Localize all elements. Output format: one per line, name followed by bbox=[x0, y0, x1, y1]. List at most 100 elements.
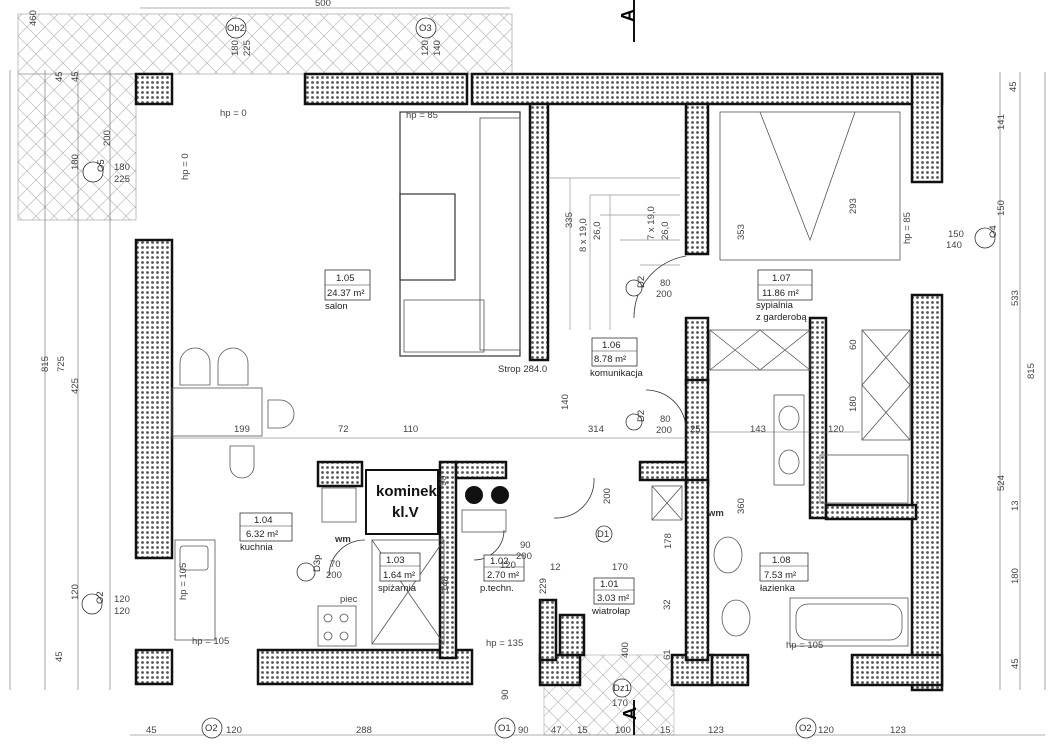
bathroom-fixtures bbox=[713, 394, 909, 647]
svg-text:60: 60 bbox=[848, 339, 859, 350]
wm-label-bath: wm bbox=[707, 508, 724, 519]
room-area: 1.64 m² bbox=[383, 570, 415, 581]
svg-text:140: 140 bbox=[946, 240, 962, 251]
salon-furniture bbox=[171, 111, 521, 479]
svg-text:120: 120 bbox=[500, 560, 516, 571]
room-area: 2.70 m² bbox=[487, 570, 519, 581]
svg-text:229: 229 bbox=[538, 578, 549, 594]
svg-text:120: 120 bbox=[818, 725, 834, 736]
svg-text:524: 524 bbox=[996, 475, 1007, 491]
svg-text:45: 45 bbox=[70, 71, 81, 82]
room-area: 3.03 m² bbox=[597, 593, 629, 604]
door-tag-dz1: Dz1 bbox=[613, 683, 630, 694]
svg-text:hp = 85: hp = 85 bbox=[902, 212, 913, 244]
strop-label: Strop 284.0 bbox=[498, 364, 547, 375]
svg-text:120: 120 bbox=[828, 424, 844, 435]
fireplace: kominek kl.V bbox=[365, 469, 439, 535]
svg-text:13: 13 bbox=[1010, 500, 1021, 511]
svg-text:123: 123 bbox=[708, 725, 724, 736]
svg-text:200: 200 bbox=[102, 130, 113, 146]
svg-text:180: 180 bbox=[114, 162, 130, 173]
door-tags bbox=[296, 279, 643, 698]
sill-heights: hp = 0 hp = 0 hp = 85 hp = 85 hp = 105 h… bbox=[178, 108, 913, 651]
svg-text:360: 360 bbox=[736, 498, 747, 514]
room-number: 1.08 bbox=[772, 555, 791, 566]
svg-text:533: 533 bbox=[1010, 290, 1021, 306]
svg-text:45: 45 bbox=[54, 71, 65, 82]
room-area: 11.86 m² bbox=[762, 288, 799, 299]
window-tag-o2-bottom: O2 bbox=[205, 723, 218, 734]
section-top: A bbox=[618, 9, 638, 22]
room-area: 7.53 m² bbox=[764, 570, 796, 581]
svg-text:178: 178 bbox=[663, 533, 674, 549]
room-number: 1.05 bbox=[336, 273, 355, 284]
room-label-wiatrolap: 1.01 3.03 m² wiatrołap bbox=[591, 577, 635, 617]
bottom-dimensions: 45 120 288 90 47 15 100 15 123 120 123 bbox=[146, 725, 906, 736]
svg-text:815: 815 bbox=[1026, 363, 1037, 379]
room-name-2: z garderobą bbox=[756, 312, 807, 323]
room-number: 1.04 bbox=[254, 515, 273, 526]
room-area: 24.37 m² bbox=[327, 288, 365, 299]
room-label-spizarnia: 1.03 1.64 m² spiżarnia bbox=[378, 552, 421, 594]
svg-text:90: 90 bbox=[520, 540, 531, 551]
left-dimensions: 45 45 200 180 725 815 425 120 45 bbox=[40, 71, 113, 662]
stairs-label-1: 8 x 19,0 bbox=[578, 218, 589, 252]
svg-text:180: 180 bbox=[230, 40, 241, 56]
room-number: 1.01 bbox=[600, 579, 619, 590]
svg-text:90: 90 bbox=[438, 475, 449, 486]
window-size-labels: 180 225 120 140 180 225 150 140 120 120 bbox=[114, 40, 964, 617]
svg-text:120: 120 bbox=[114, 606, 130, 617]
svg-text:170: 170 bbox=[612, 698, 628, 709]
svg-text:425: 425 bbox=[70, 378, 81, 394]
right-dimensions: 45 141 150 533 815 524 13 180 45 bbox=[996, 81, 1037, 669]
svg-text:180: 180 bbox=[848, 396, 859, 412]
svg-text:100: 100 bbox=[615, 725, 631, 736]
svg-text:140: 140 bbox=[432, 40, 443, 56]
section-marks: A A bbox=[618, 0, 640, 735]
dim-top-500: 500 bbox=[315, 0, 331, 9]
window-tag-o2-right: O2 bbox=[799, 723, 812, 734]
window-tag-o1: O1 bbox=[498, 723, 511, 734]
room-name: salon bbox=[325, 301, 348, 312]
svg-text:hp = 105: hp = 105 bbox=[192, 636, 229, 647]
svg-text:200: 200 bbox=[656, 425, 672, 436]
svg-text:120: 120 bbox=[70, 584, 81, 600]
svg-text:15: 15 bbox=[660, 725, 671, 736]
wm-label-kitchen: wm bbox=[334, 534, 351, 545]
room-label-lazienka: 1.08 7.53 m² łazienka bbox=[759, 552, 809, 594]
svg-text:150: 150 bbox=[996, 200, 1007, 216]
svg-text:725: 725 bbox=[56, 356, 67, 372]
room-name: komunikacja bbox=[590, 368, 644, 379]
svg-text:hp = 0: hp = 0 bbox=[180, 153, 191, 180]
svg-text:293: 293 bbox=[848, 198, 859, 214]
internal-walls bbox=[316, 102, 918, 662]
svg-text:335: 335 bbox=[564, 212, 575, 228]
svg-text:32: 32 bbox=[662, 599, 673, 610]
svg-text:180: 180 bbox=[70, 154, 81, 170]
door-tag-d3p: D3p bbox=[312, 555, 323, 572]
svg-text:hp = 85: hp = 85 bbox=[406, 110, 438, 121]
window-tag-o4: O4 bbox=[988, 225, 999, 238]
svg-text:45: 45 bbox=[54, 651, 65, 662]
svg-text:110: 110 bbox=[403, 424, 418, 435]
svg-text:hp = 105: hp = 105 bbox=[786, 640, 823, 651]
svg-text:90: 90 bbox=[500, 689, 511, 700]
room-name: kuchnia bbox=[240, 542, 273, 553]
svg-text:143: 143 bbox=[750, 424, 766, 435]
room-name: spiżarnia bbox=[378, 583, 417, 594]
svg-text:225: 225 bbox=[242, 40, 253, 56]
svg-text:200: 200 bbox=[602, 488, 613, 504]
room-label-sypialnia: 1.07 11.86 m² sypialnia z garderobą bbox=[756, 269, 813, 323]
svg-text:200: 200 bbox=[326, 570, 342, 581]
svg-text:hp = 0: hp = 0 bbox=[220, 108, 247, 119]
section-bottom: A bbox=[620, 707, 640, 720]
svg-text:72: 72 bbox=[338, 424, 349, 435]
svg-text:199: 199 bbox=[234, 424, 250, 435]
kitchen-fixtures bbox=[174, 487, 357, 647]
room-label-komunikacja: 1.06 8.78 m² komunikacja bbox=[590, 337, 644, 379]
room-label-kuchnia: 1.04 6.32 m² kuchnia bbox=[239, 512, 293, 553]
door-tag-d2-b: D2 bbox=[636, 410, 647, 422]
svg-text:225: 225 bbox=[114, 174, 130, 185]
svg-text:hp = 105: hp = 105 bbox=[178, 563, 189, 600]
room-name: p.techn. bbox=[480, 583, 514, 594]
